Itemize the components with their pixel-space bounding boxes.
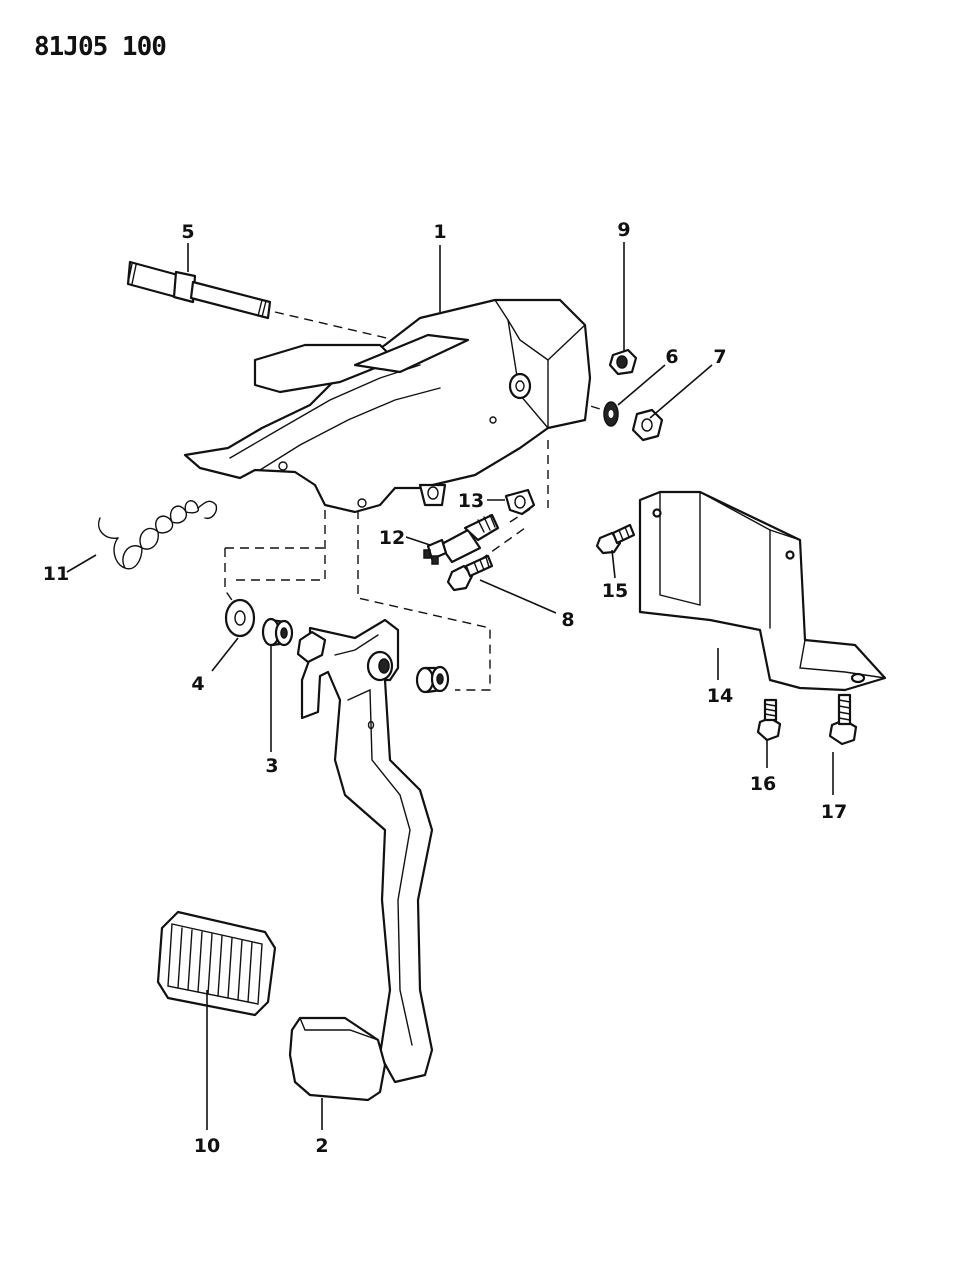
- bushing-3: [261, 617, 294, 647]
- bolt-15: [595, 523, 636, 555]
- callout-7: 7: [713, 346, 726, 368]
- callout-15: 15: [602, 580, 628, 602]
- bolt-17: [828, 693, 858, 746]
- callout-13: 13: [458, 490, 484, 512]
- callout-14: 14: [707, 685, 733, 707]
- callout-2: 2: [315, 1135, 328, 1157]
- bushing-right: [415, 665, 450, 694]
- bolt-16: [756, 698, 782, 742]
- stop-light-switch: [423, 513, 500, 565]
- callout-3: 3: [265, 755, 278, 777]
- callout-labels: 1 2 3 4 5 6 7 8 9 10 11 12 13 14 15 16 1…: [43, 219, 847, 1157]
- callout-5: 5: [181, 221, 194, 243]
- callout-9: 9: [617, 219, 630, 241]
- callout-8: 8: [561, 609, 574, 631]
- mounting-bracket-14: [638, 490, 887, 692]
- pedal-pad-2: [288, 1016, 387, 1102]
- pedal-support-bracket: [183, 298, 592, 514]
- pivot-shaft: [126, 260, 272, 320]
- hex-nut-9: [608, 348, 638, 376]
- callout-4: 4: [191, 673, 204, 695]
- hex-nut-7: [631, 408, 664, 442]
- clutch-pedal-arm: [296, 618, 434, 1084]
- retainer-clip-13: [504, 488, 536, 516]
- pedal-pad-cover-10: [156, 910, 277, 1017]
- callout-10: 10: [194, 1135, 220, 1157]
- return-spring: [98, 500, 218, 570]
- callout-11: 11: [43, 563, 69, 585]
- callout-12: 12: [379, 527, 405, 549]
- washer-6: [603, 401, 619, 427]
- bolt-8: [446, 554, 494, 592]
- callout-17: 17: [821, 801, 847, 823]
- washer-4: [224, 598, 256, 638]
- leader-lines: [66, 242, 834, 1130]
- diagram-code: 81J05 100: [34, 32, 167, 62]
- callout-6: 6: [665, 346, 678, 368]
- callout-16: 16: [750, 773, 776, 795]
- callout-1: 1: [433, 221, 446, 243]
